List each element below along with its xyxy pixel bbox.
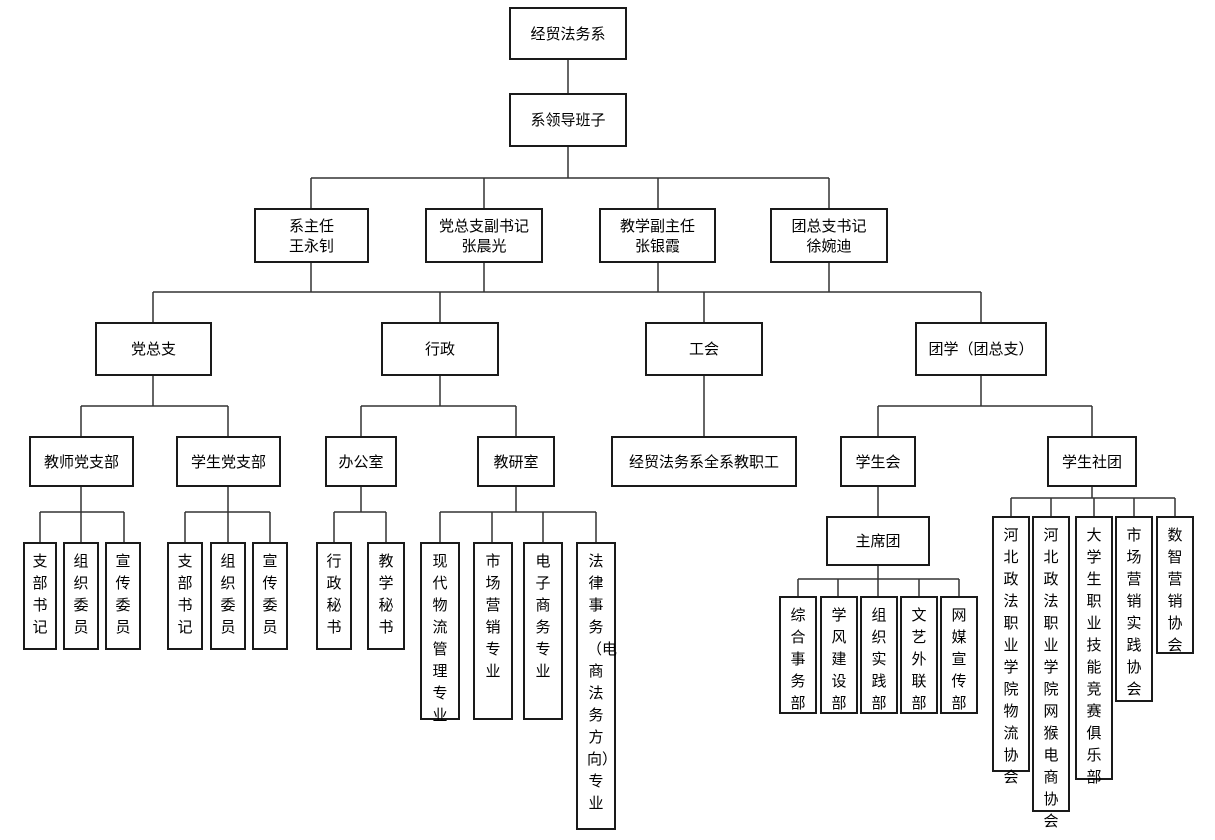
node-major-law: 法律事务（电商法务方向）专业: [576, 542, 617, 830]
node-youth-league: 团学（团总支）: [915, 322, 1047, 376]
node-club-logistics: 河北政法职业学院物流协会: [992, 516, 1030, 786]
node-student-branch-secretary: 支部书记: [167, 542, 203, 650]
node-org-practice: 组织实践部: [860, 596, 898, 714]
node-study-style: 学风建设部: [820, 596, 858, 714]
node-club-digital-marketing: 数智营销协会: [1156, 516, 1194, 654]
node-teaching-deputy-director: 教学副主任张银霞: [599, 208, 716, 263]
node-club-marketing-practice: 市场营销实践协会: [1115, 516, 1153, 702]
node-media-publicity: 网媒宣传部: [940, 596, 978, 714]
node-major-marketing: 市场营销专业: [473, 542, 513, 720]
node-student-party-branch: 学生党支部: [176, 436, 281, 487]
node-student-union: 学生会: [840, 436, 916, 487]
node-major-logistics: 现代物流管理专业: [420, 542, 460, 724]
node-root: 经贸法务系: [509, 7, 627, 60]
node-arts-liaison: 文艺外联部: [900, 596, 938, 714]
node-general-affairs: 综合事务部: [779, 596, 817, 714]
node-leadership: 系领导班子: [509, 93, 627, 147]
node-teaching-research: 教研室: [477, 436, 555, 487]
node-all-staff: 经贸法务系全系教职工: [611, 436, 797, 487]
node-major-ecommerce: 电子商务专业: [523, 542, 563, 720]
node-party-branch: 党总支: [95, 322, 212, 376]
node-trade-union: 工会: [645, 322, 763, 376]
node-party-deputy-secretary: 党总支副书记张晨光: [425, 208, 543, 263]
node-teaching-secretary: 教学秘书: [367, 542, 405, 650]
node-club-skills: 大学生职业技能竞赛俱乐部: [1075, 516, 1113, 786]
node-student-organizing-committee: 组织委员: [210, 542, 246, 650]
node-director: 系主任王永钊: [254, 208, 369, 263]
node-teacher-branch-secretary: 支部书记: [23, 542, 57, 650]
node-teacher-party-branch: 教师党支部: [29, 436, 134, 487]
node-presidium: 主席团: [826, 516, 930, 566]
node-admin-secretary: 行政秘书: [316, 542, 352, 650]
node-club-ecommerce: 河北政法职业学院网猴电商协会: [1032, 516, 1070, 830]
node-office: 办公室: [325, 436, 397, 487]
node-youth-league-secretary: 团总支书记徐婉迪: [770, 208, 888, 263]
node-teacher-publicity-committee: 宣传委员: [105, 542, 141, 650]
node-student-publicity-committee: 宣传委员: [252, 542, 288, 650]
node-administration: 行政: [381, 322, 499, 376]
node-teacher-organizing-committee: 组织委员: [63, 542, 99, 650]
node-student-clubs: 学生社团: [1047, 436, 1137, 487]
